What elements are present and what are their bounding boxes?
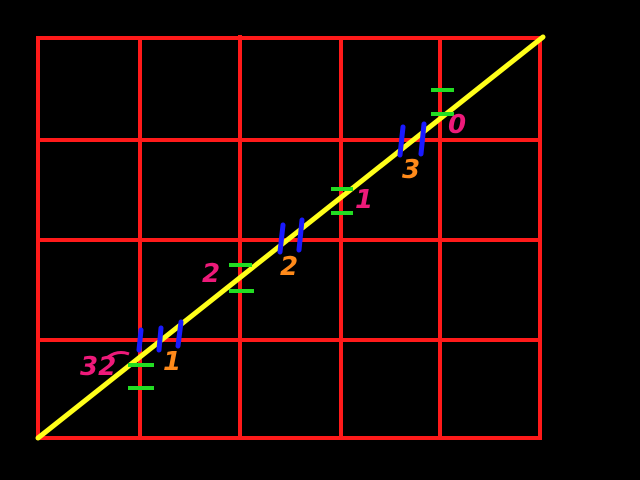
label-orange-2: 2 <box>280 252 298 282</box>
tick-marks <box>128 88 454 390</box>
magenta-arc <box>107 351 130 359</box>
hatch-mark <box>277 222 286 255</box>
label-2: 2 <box>202 259 220 289</box>
label-orange-3: 3 <box>402 155 420 185</box>
label-0: 0 <box>448 110 466 140</box>
hatch-mark <box>397 124 406 158</box>
label-32: 32 <box>80 352 116 382</box>
hatch-mark <box>175 319 184 349</box>
hatch-marks <box>136 121 427 353</box>
label-orange-1: 1 <box>163 347 181 377</box>
hatch-mark <box>418 121 427 157</box>
hatch-mark <box>136 327 144 353</box>
grid <box>36 35 542 440</box>
hatch-mark <box>296 217 305 253</box>
diagonal-line <box>35 34 546 441</box>
label-1: 1 <box>355 185 373 215</box>
hatch-mark <box>156 325 164 353</box>
